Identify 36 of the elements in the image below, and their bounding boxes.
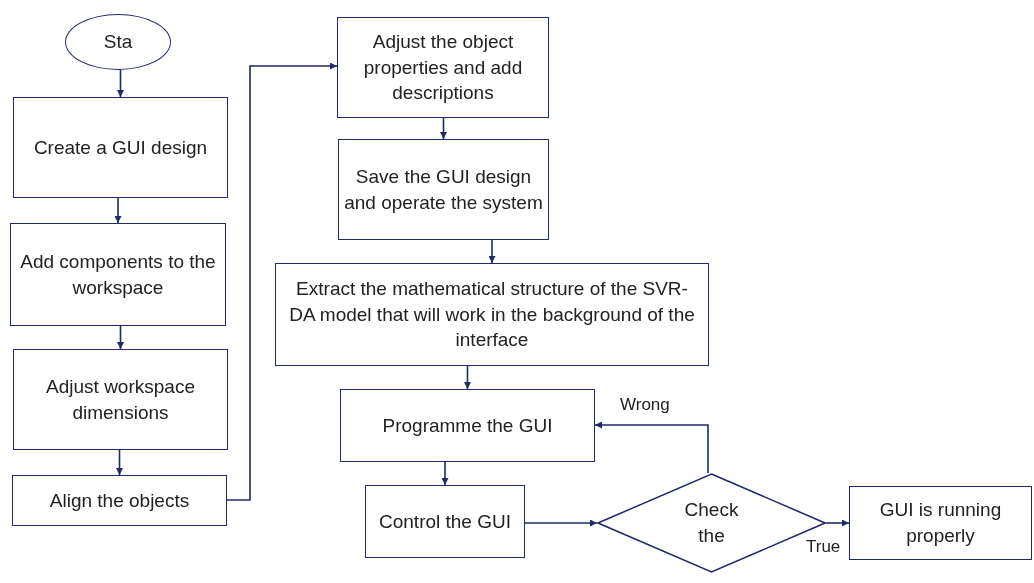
process-box [10, 223, 226, 326]
arrow [441, 461, 449, 486]
node-text: Add components to the workspace [19, 249, 217, 300]
node-text: GUI is running properly [878, 498, 1003, 548]
arrow [488, 239, 496, 264]
process-box [13, 97, 228, 198]
node-text: Check the [683, 498, 740, 548]
process-box [12, 475, 227, 526]
process-box [849, 486, 1032, 560]
node-text: Align the objects [49, 488, 190, 513]
process-box [365, 485, 525, 558]
arrow [594, 421, 709, 474]
arrow [524, 519, 598, 527]
process-box [13, 349, 228, 450]
node-text: Control the GUI [379, 509, 511, 534]
node-text: Programme the GUI [382, 413, 553, 438]
arrow [117, 325, 124, 350]
node-text: Save the GUI design and operate the system [343, 164, 544, 215]
arrow [825, 519, 850, 527]
arrow [226, 62, 338, 501]
edge-label: True [804, 538, 843, 555]
edge-label: Wrong [618, 396, 672, 413]
arrow [464, 365, 471, 390]
node-text: Create a GUI design [33, 135, 208, 160]
process-box [338, 139, 549, 240]
arrow [116, 449, 123, 476]
node-text: Extract the mathematical structure of the SVR-DA model that will work in the background of the interface [288, 277, 696, 353]
process-box [337, 17, 549, 118]
arrow [117, 69, 124, 98]
node-text: Sta [103, 30, 133, 55]
process-box [275, 263, 709, 366]
node-text: Adjust workspace dimensions [45, 374, 196, 425]
arrow [114, 197, 122, 224]
process-box [340, 389, 595, 462]
node-text: Adjust the object properties and add descriptions [362, 30, 524, 106]
arrow [440, 117, 447, 140]
